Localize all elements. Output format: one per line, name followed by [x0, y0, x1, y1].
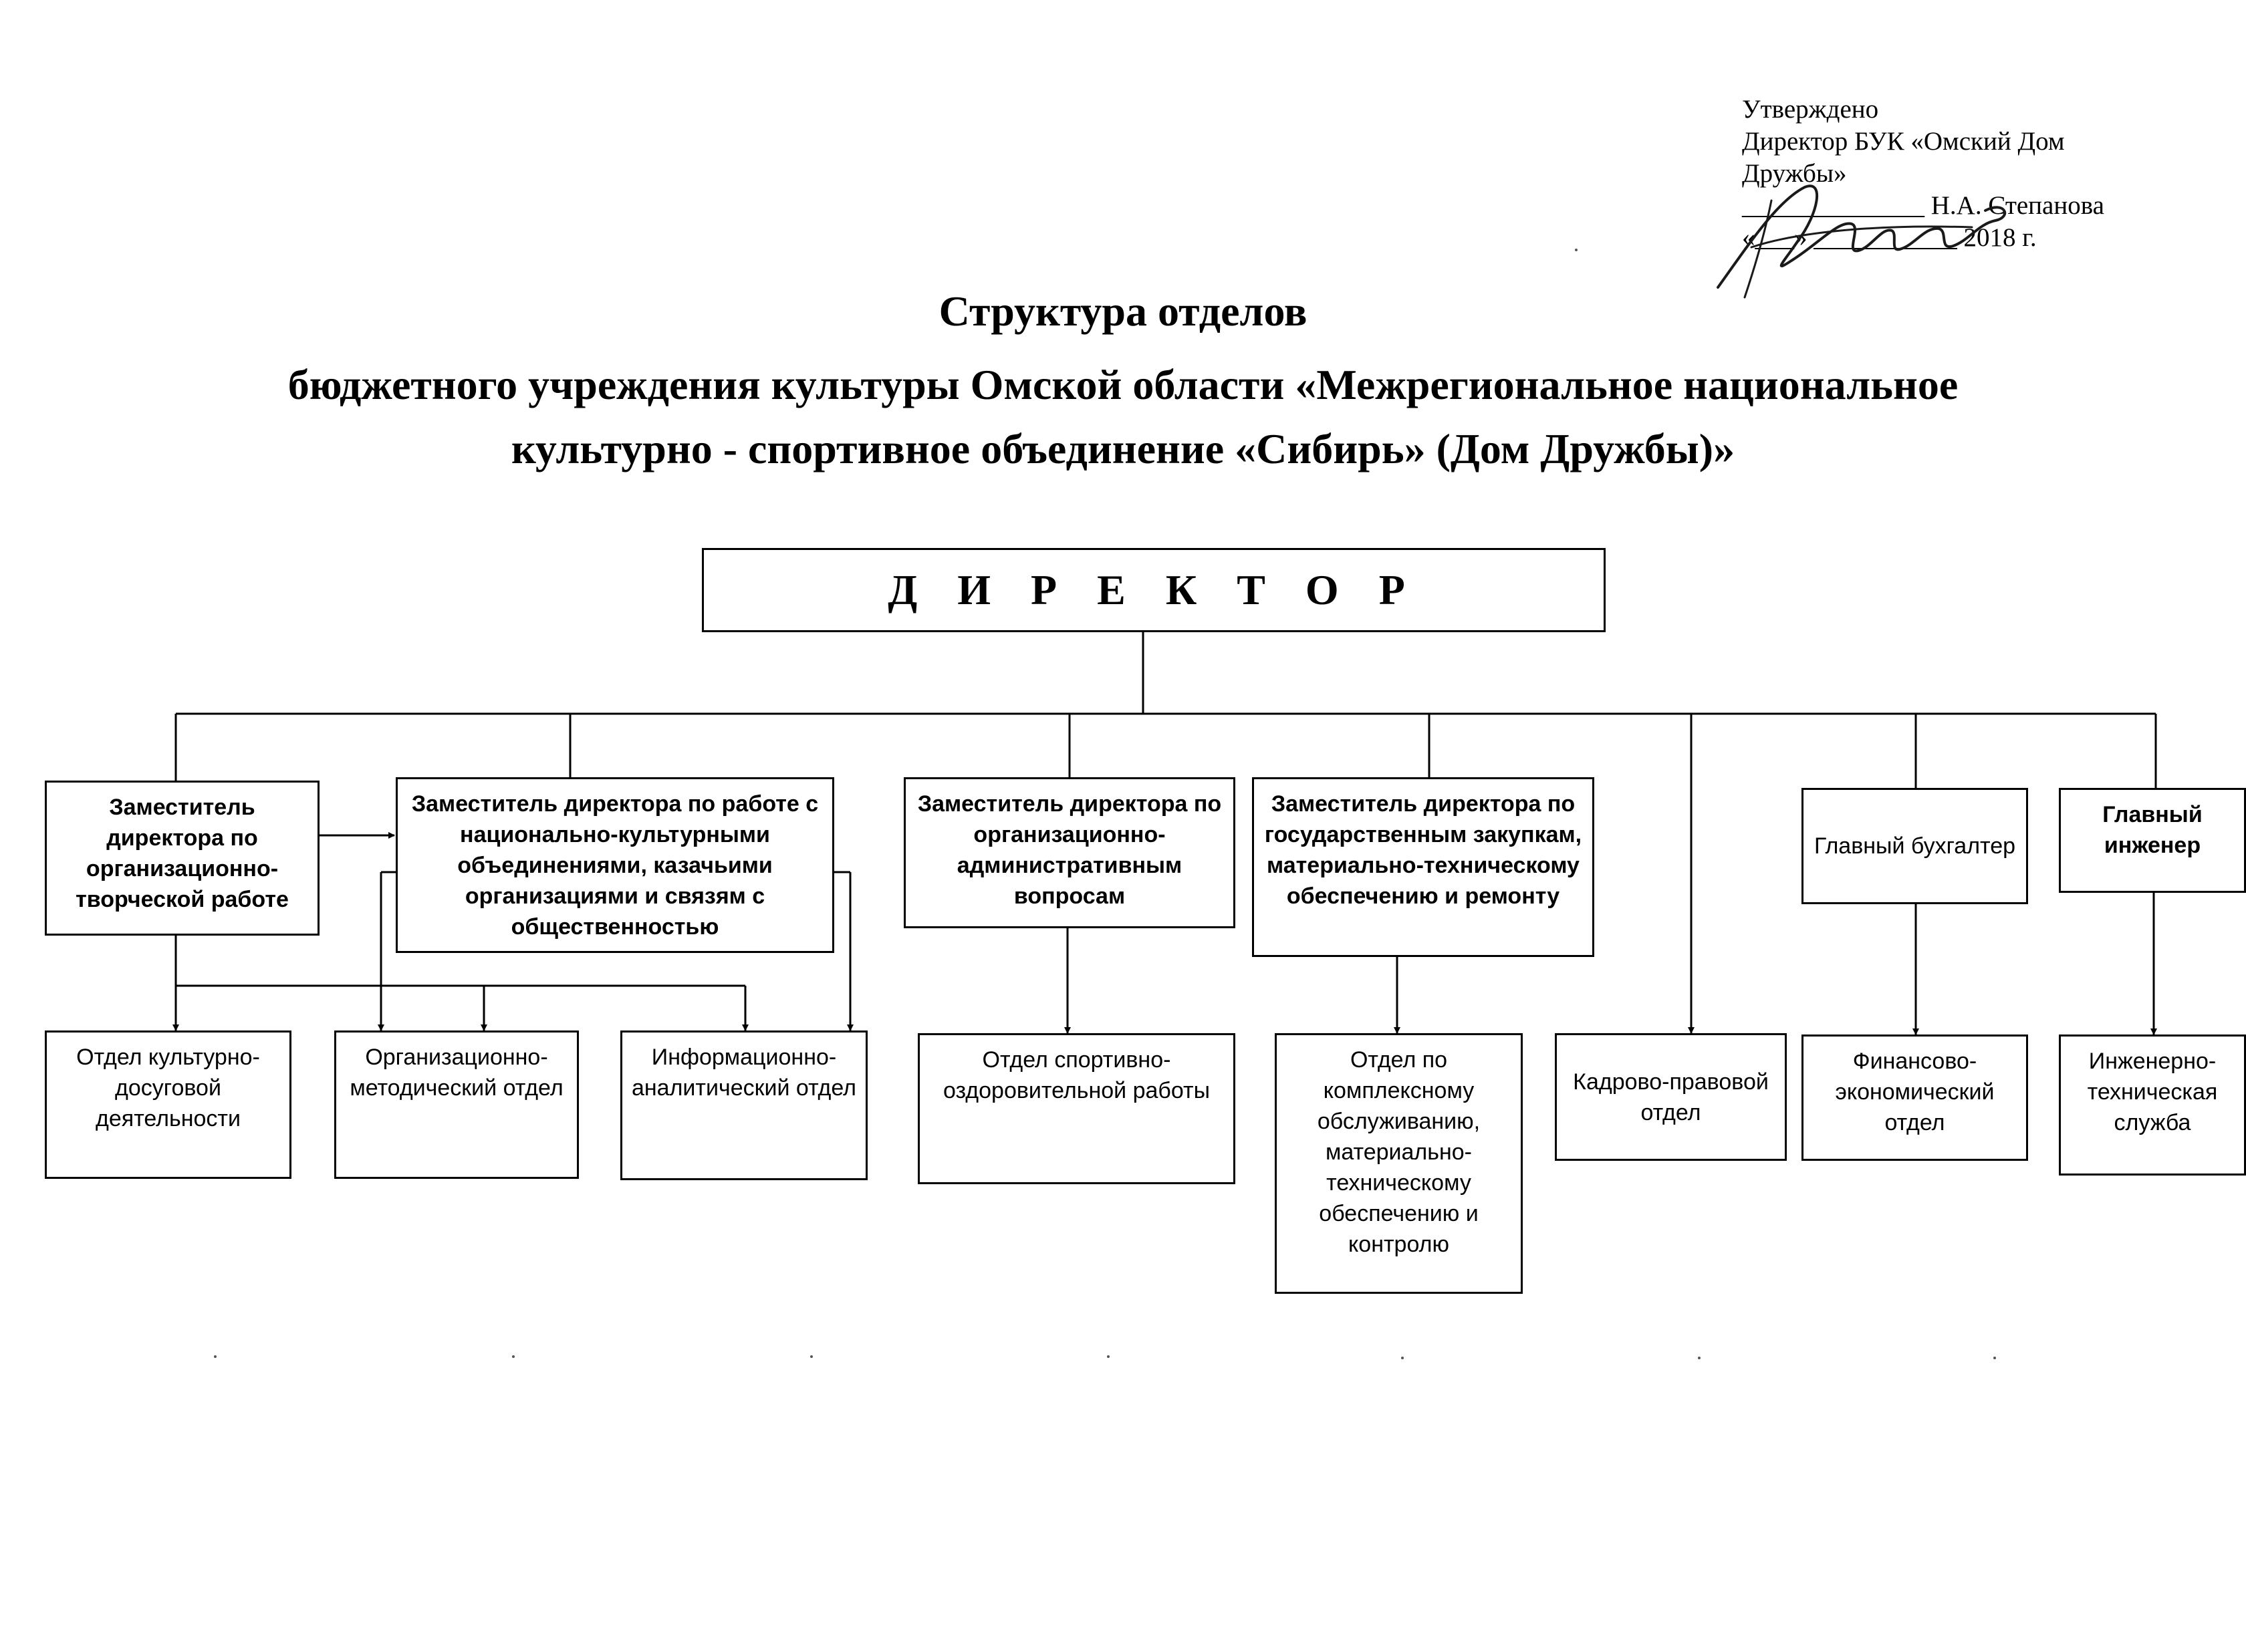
handwritten-signature	[1717, 184, 2007, 299]
chief-engineer-label: Главный инженер	[2102, 802, 2203, 858]
dept-maintenance-box: Отдел по комплексному обслуживанию, мате…	[1275, 1033, 1523, 1294]
deputy-admin-label: Заместитель директора по организационно-…	[917, 791, 1222, 909]
dept-finance-box: Финансово-экономический отдел	[1801, 1035, 2028, 1161]
deputy-admin-box: Заместитель директора по организационно-…	[904, 777, 1235, 928]
scan-dot	[1575, 249, 1578, 251]
dept-leisure-box: Отдел культурно-досуговой деятельности	[45, 1030, 291, 1179]
scan-dot	[1107, 1355, 1110, 1358]
deputy-national-box: Заместитель директора по работе с национ…	[396, 777, 834, 953]
chief-accountant-box: Главный бухгалтер	[1801, 788, 2028, 904]
dept-methodical-label: Организационно-методический отдел	[350, 1045, 564, 1101]
deputy-creative-label: Заместитель директора по организационно-…	[76, 795, 289, 912]
deputy-procurement-label: Заместитель директора по государственным…	[1264, 791, 1582, 909]
scan-dot	[810, 1355, 813, 1358]
scan-dot	[214, 1355, 217, 1358]
dept-analytical-label: Информационно-аналитический отдел	[632, 1045, 856, 1101]
director-label: Д И Р Е К Т О Р	[888, 566, 1420, 613]
dept-maintenance-label: Отдел по комплексному обслуживанию, мате…	[1317, 1047, 1481, 1257]
approval-position: Директор БУК «Омский Дом	[1742, 127, 2065, 156]
deputy-procurement-box: Заместитель директора по государственным…	[1252, 777, 1594, 957]
dept-sports-label: Отдел спортивно-оздоровительной работы	[943, 1047, 1211, 1103]
chart-subtitle-line2: культурно - спортивное объединение «Сиби…	[511, 425, 1735, 472]
dept-engineering-label: Инженерно-техническая служба	[2087, 1049, 2218, 1135]
chief-accountant-label: Главный бухгалтер	[1814, 833, 2016, 859]
dept-sports-box: Отдел спортивно-оздоровительной работы	[918, 1033, 1235, 1184]
dept-finance-label: Финансово-экономический отдел	[1835, 1049, 1995, 1135]
director-box: Д И Р Е К Т О Р	[702, 548, 1606, 632]
chart-subtitle-line1: бюджетного учреждения культуры Омской об…	[287, 361, 1959, 408]
dept-hr-box: Кадрово-правовой отдел	[1555, 1033, 1787, 1161]
scan-dot	[512, 1355, 515, 1358]
approval-organization: Дружбы»	[1742, 159, 1847, 188]
deputy-national-label: Заместитель директора по работе с национ…	[411, 791, 819, 940]
scan-dot	[1698, 1357, 1701, 1359]
scan-dot	[1993, 1357, 1996, 1359]
approval-signature-line: ______________ Н.А. Степанова	[1742, 191, 2104, 220]
dept-analytical-box: Информационно-аналитический отдел	[620, 1030, 868, 1180]
dept-engineering-box: Инженерно-техническая служба	[2059, 1035, 2246, 1176]
dept-hr-label: Кадрово-правовой отдел	[1573, 1069, 1769, 1125]
scan-dot	[1401, 1357, 1404, 1359]
chart-title: Структура отделов	[939, 287, 1307, 335]
dept-leisure-label: Отдел культурно-досуговой деятельности	[76, 1045, 260, 1131]
approval-label: Утверждено	[1742, 95, 1879, 124]
chief-engineer-box: Главный инженер	[2059, 788, 2246, 893]
deputy-creative-box: Заместитель директора по организационно-…	[45, 781, 320, 936]
dept-methodical-box: Организационно-методический отдел	[334, 1030, 579, 1179]
